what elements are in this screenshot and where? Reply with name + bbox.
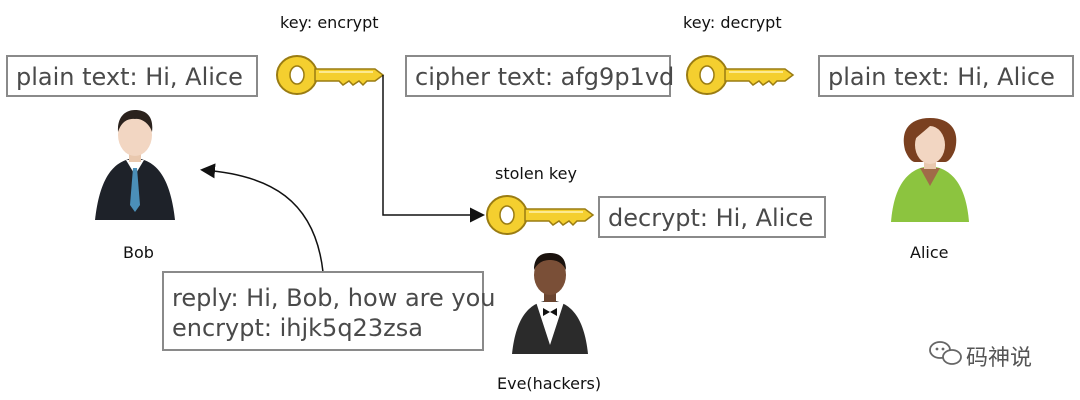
cipher-text: cipher text: afg9p1vd xyxy=(415,63,675,91)
stolen-key-connector xyxy=(382,75,485,223)
bob-plain-text-box: plain text: Hi, Alice xyxy=(6,55,258,97)
alice-name: Alice xyxy=(910,243,949,262)
eve-decrypt-text: decrypt: Hi, Alice xyxy=(608,204,814,232)
eve-decrypt-box: decrypt: Hi, Alice xyxy=(598,196,826,238)
bob-avatar xyxy=(95,110,175,220)
reply-arrow xyxy=(200,163,324,273)
eve-avatar xyxy=(512,253,588,354)
reply-line-1: reply: Hi, Bob, how are you xyxy=(172,284,496,312)
watermark-text: 码神说 xyxy=(966,346,1033,371)
key-encrypt-icon xyxy=(276,55,384,95)
cipher-text-box: cipher text: afg9p1vd xyxy=(405,55,675,97)
stolen-key-icon xyxy=(486,195,594,235)
bob-name: Bob xyxy=(123,243,154,262)
reply-line-2: encrypt: ihjk5q23zsa xyxy=(172,314,423,342)
bob-plain-text: plain text: Hi, Alice xyxy=(16,63,243,91)
eve-name: Eve(hackers) xyxy=(497,374,602,393)
wechat-icon xyxy=(929,341,962,365)
reply-box: reply: Hi, Bob, how are you encrypt: ihj… xyxy=(162,271,496,351)
stolen-key-label: stolen key xyxy=(495,164,577,183)
key-decrypt-icon xyxy=(686,55,794,95)
key-decrypt-label: key: decrypt xyxy=(683,13,782,32)
alice-plain-text-box: plain text: Hi, Alice xyxy=(818,55,1074,97)
alice-plain-text: plain text: Hi, Alice xyxy=(828,63,1055,91)
alice-avatar xyxy=(891,118,969,222)
key-encrypt-label: key: encrypt xyxy=(280,13,379,32)
